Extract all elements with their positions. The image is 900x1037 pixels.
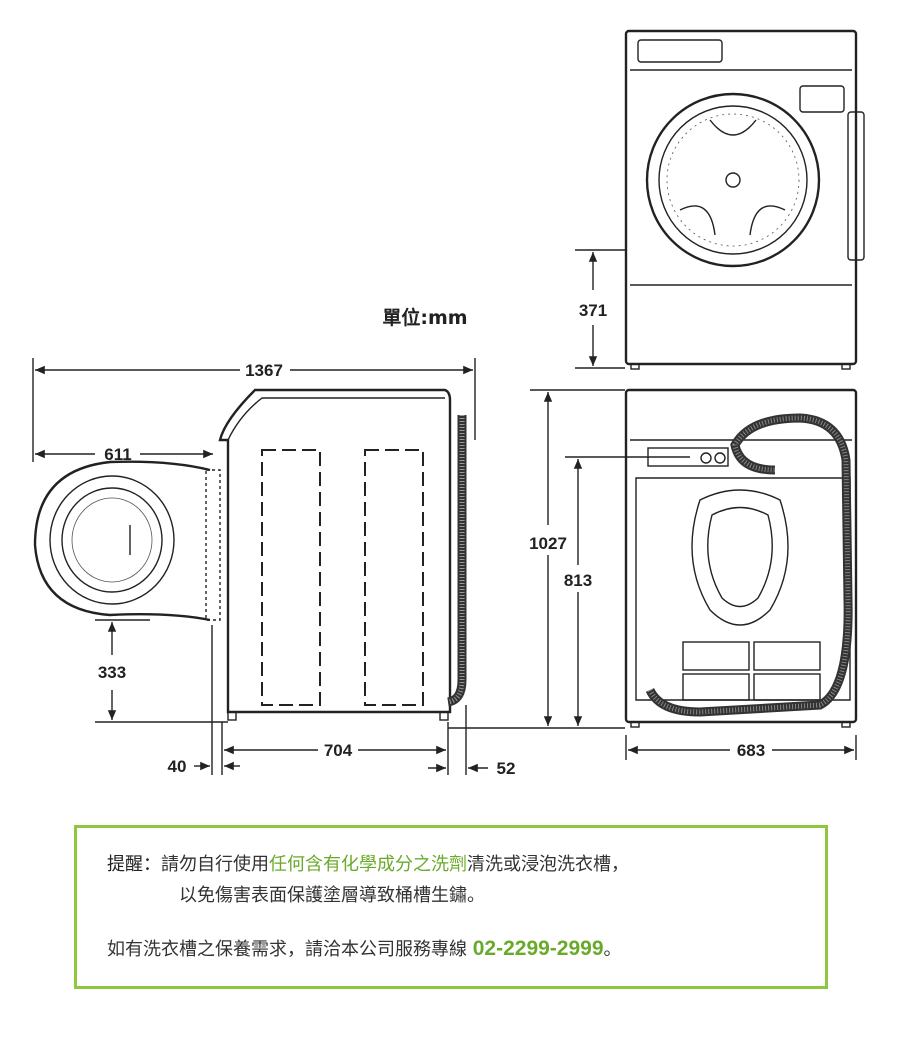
back-view (624, 388, 858, 728)
service-text: 如有洗衣槽之保養需求，請洽本公司服務專線 (107, 939, 467, 960)
dim-52: 52 (497, 759, 516, 778)
dim-40: 40 (168, 757, 187, 776)
reminder-line-2: 以免傷害表面保護塗層導致桶槽生鏽。 (179, 885, 485, 906)
dim-813: 813 (564, 571, 592, 590)
dim-1027: 1027 (529, 534, 567, 553)
dim-371: 371 (579, 301, 607, 320)
front-view (624, 29, 865, 370)
dim-704: 704 (324, 741, 353, 760)
service-line: 如有洗衣槽之保養需求，請洽本公司服務專線 02-2299-2999。 (107, 935, 622, 961)
reminder-label: 提醒： (107, 854, 161, 875)
service-text-end: 。 (603, 939, 622, 960)
reminder-line-1: 提醒：請勿自行使用任何含有化學成分之洗劑清洗或浸泡洗衣槽， (107, 850, 629, 876)
service-phone: 02-2299-2999 (472, 937, 604, 960)
unit-label: 單位:mm (382, 306, 467, 329)
dim-333: 333 (98, 663, 126, 682)
reminder-text-end: 清洗或浸泡洗衣槽， (467, 854, 629, 875)
reminder-highlight: 任何含有化學成分之洗劑 (269, 854, 467, 875)
reminder-text: 請勿自行使用 (161, 854, 269, 875)
care-reminder-box: 提醒：請勿自行使用任何含有化學成分之洗劑清洗或浸泡洗衣槽， 以免傷害表面保護塗層… (74, 825, 828, 989)
side-view (33, 388, 467, 721)
dim-1367: 1367 (245, 361, 283, 380)
dim-611: 611 (104, 445, 131, 464)
dim-683: 683 (737, 741, 765, 760)
